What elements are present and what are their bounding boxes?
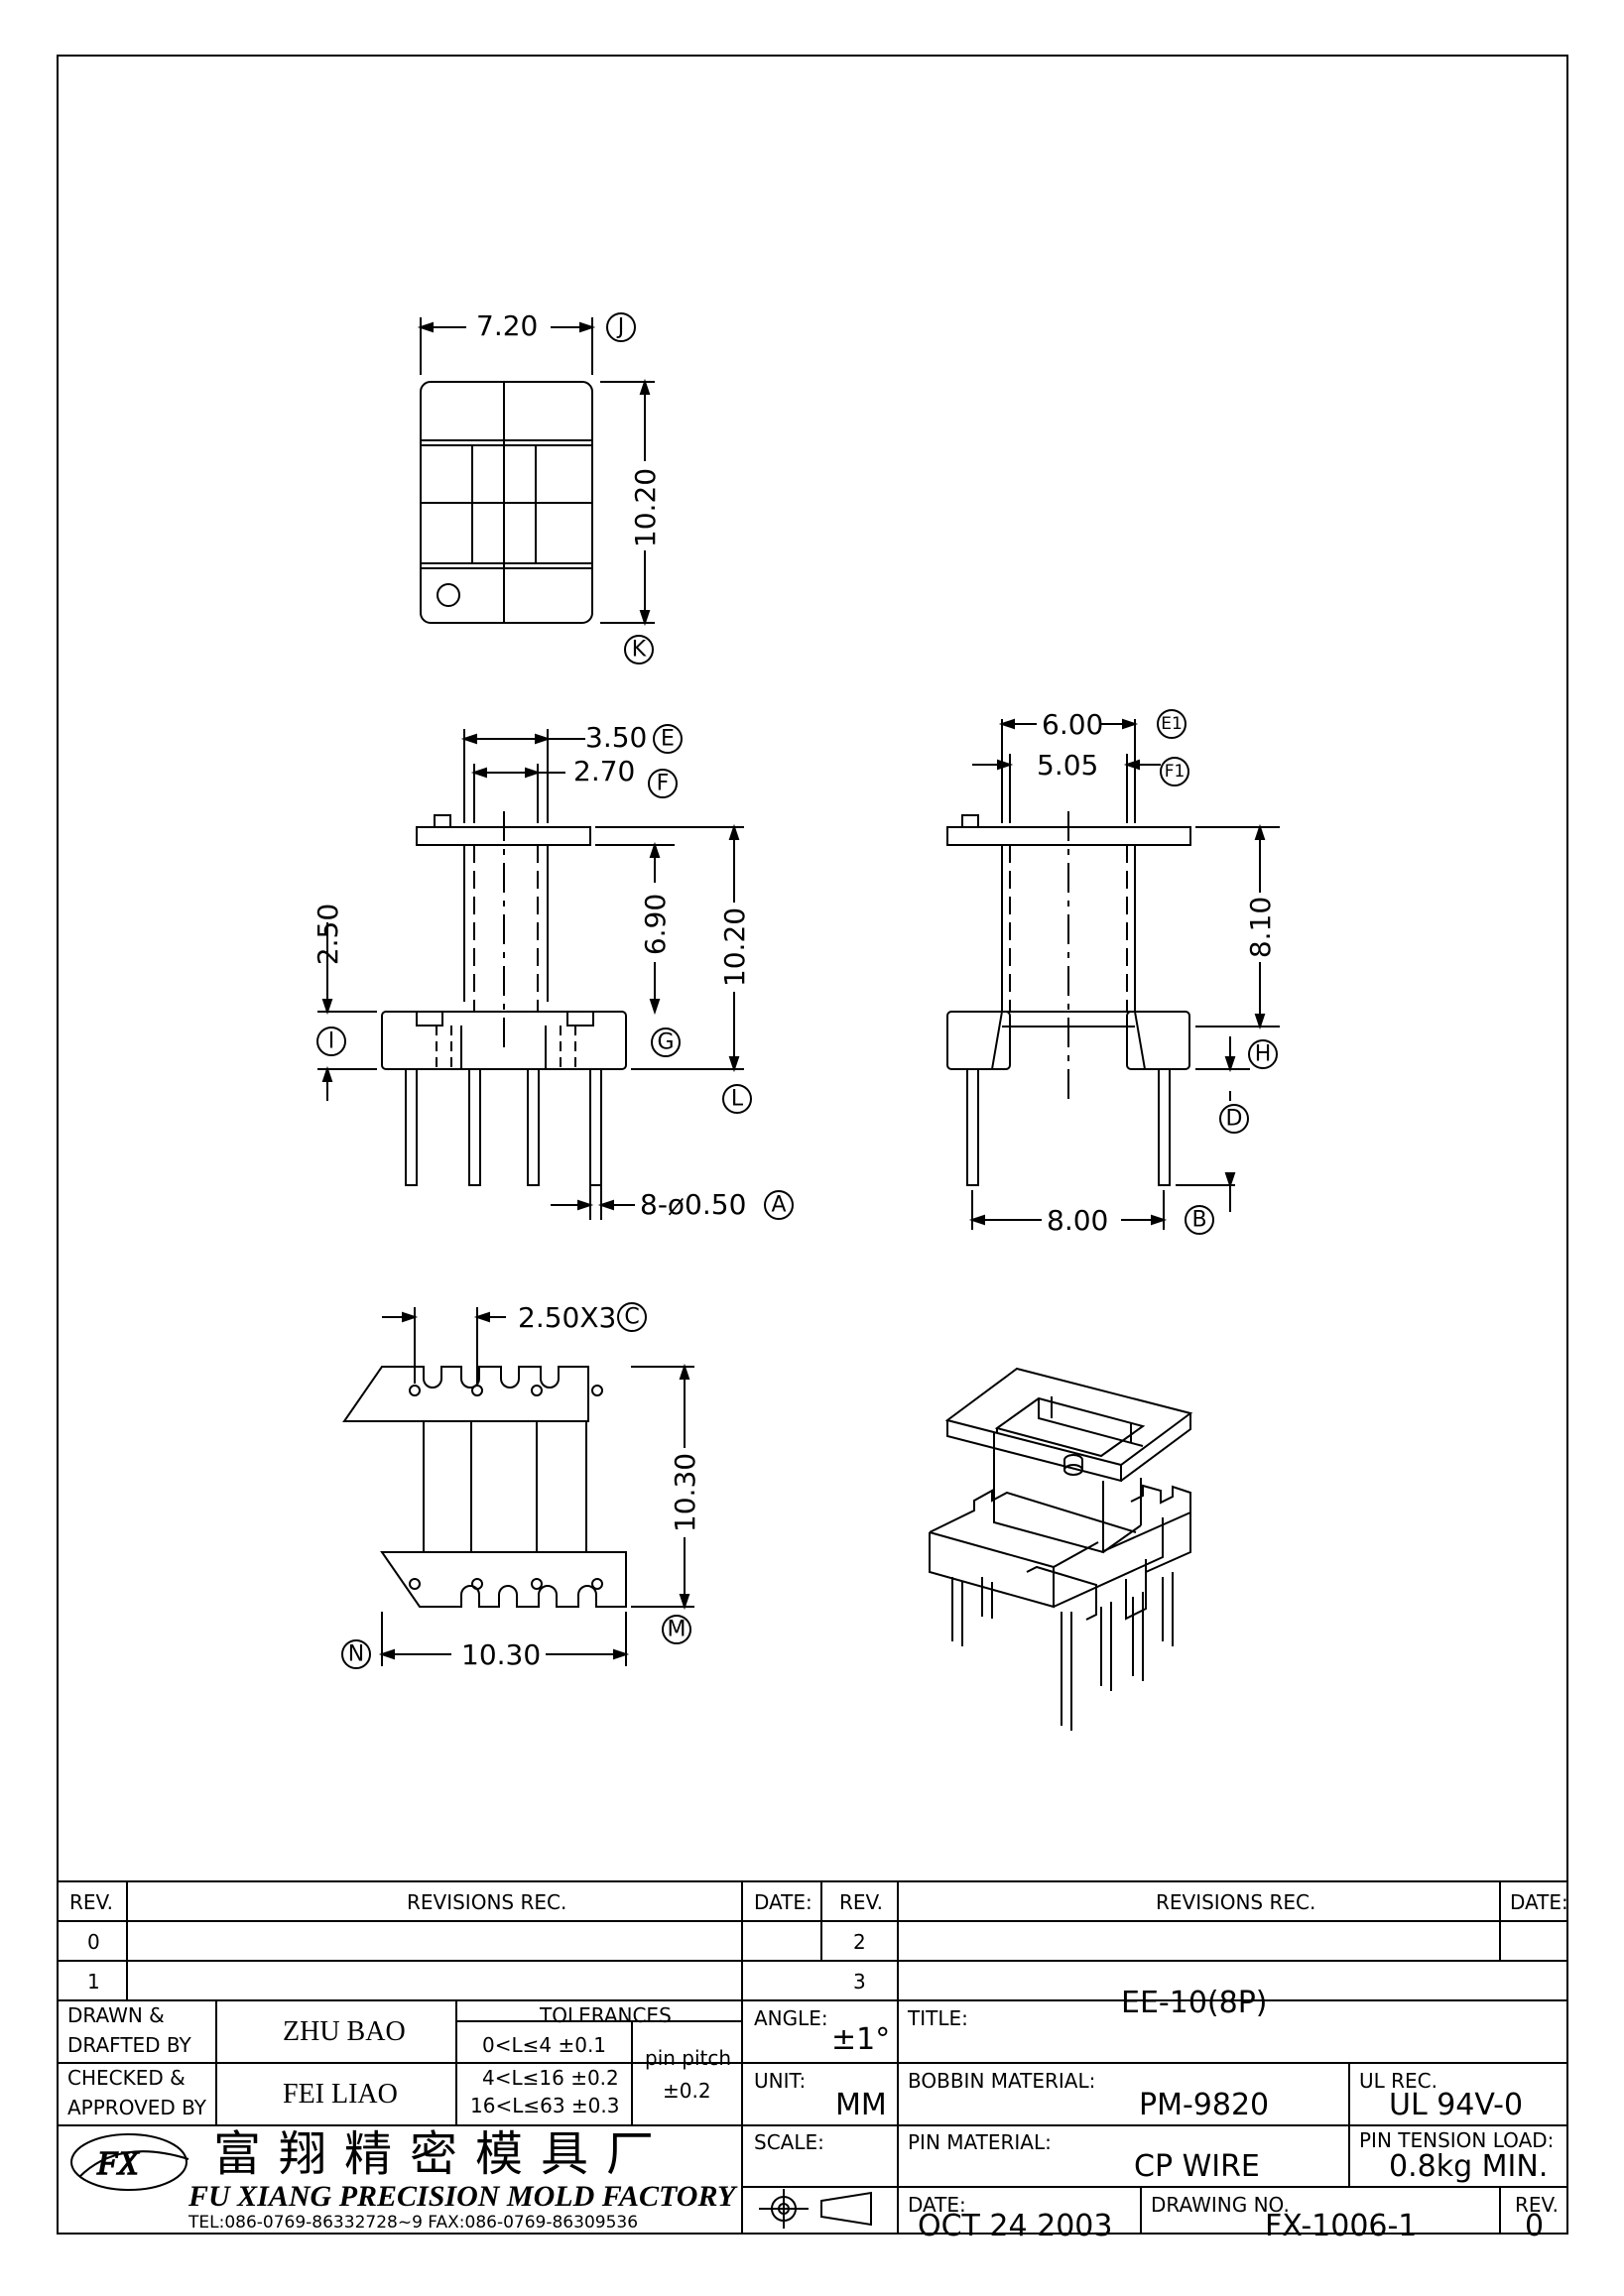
title-value: EE-10(8P)	[1121, 1986, 1268, 2020]
title-label: TITLE:	[908, 2006, 968, 2030]
tolerance-row-3: 16<L≤63 ±0.3	[470, 2094, 620, 2117]
front-pin-dim: 8-ø0.50	[640, 1188, 746, 1221]
ref-a: A	[771, 1193, 786, 1218]
top-height-dim: 10.20	[629, 468, 662, 547]
pin-pitch-label: pin pitch	[645, 2046, 732, 2070]
pin-tension-value: 0.8kg MIN.	[1389, 2149, 1549, 2184]
ref-b: B	[1191, 1208, 1206, 1233]
drawn-label-1: DRAWN &	[67, 2003, 165, 2027]
checked-label-2: APPROVED BY	[67, 2096, 207, 2119]
company-name-cn: 富翔精密模具厂	[213, 2126, 673, 2182]
sheet-border	[57, 55, 1568, 2235]
ref-k: K	[632, 638, 647, 663]
ul-rec-value: UL 94V-0	[1389, 2088, 1524, 2122]
pin-material-value: CP WIRE	[1134, 2149, 1260, 2184]
drawing-no-value: FX-1006-1	[1265, 2209, 1418, 2243]
bottom-width-dim: 10.30	[461, 1638, 541, 1671]
side-pin-span-dim: 8.00	[1047, 1204, 1108, 1237]
pin-material-label: PIN MATERIAL:	[908, 2130, 1052, 2154]
revisions-header-left: REVISIONS REC.	[407, 1890, 567, 1914]
pin-tension-label: PIN TENSION LOAD:	[1359, 2128, 1555, 2152]
front-total-height-dim: 10.20	[718, 907, 751, 987]
side-height-dim: 8.10	[1244, 897, 1277, 958]
bottom-pitch-dim: 2.50X3	[518, 1301, 616, 1334]
rev-header-right: REV.	[839, 1890, 883, 1914]
company-contact: TEL:086-0769-86332728~9 FAX:086-0769-863…	[188, 2213, 639, 2233]
ref-f1: F1	[1165, 762, 1186, 782]
tolerance-row-2: 4<L≤16 ±0.2	[482, 2066, 619, 2090]
rev-row-0: 0	[87, 1930, 100, 1954]
checked-name: FEI LIAO	[283, 2079, 398, 2110]
angle-value: ±1°	[831, 2022, 891, 2057]
ref-d: D	[1226, 1107, 1243, 1132]
title-block-grid	[58, 1880, 1567, 2234]
ref-n: N	[348, 1642, 364, 1667]
company-logo: FX	[70, 2133, 189, 2191]
drawing-no-label: DRAWING NO.	[1151, 2193, 1290, 2217]
bobbin-material-value: PM-9820	[1139, 2088, 1270, 2122]
ref-f: F	[657, 772, 670, 796]
isometric-view	[929, 1367, 1193, 1731]
ref-m: M	[668, 1618, 687, 1642]
ref-i: I	[328, 1029, 335, 1054]
rev-value: 0	[1525, 2209, 1545, 2243]
front-view	[316, 724, 794, 1220]
ul-rec-label: UL REC.	[1359, 2069, 1437, 2093]
rev-row-1: 1	[87, 1970, 100, 1994]
ref-h: H	[1255, 1042, 1272, 1067]
angle-label: ANGLE:	[754, 2006, 828, 2030]
ref-e1: E1	[1161, 714, 1183, 734]
company-name-en: FU XIANG PRECISION MOLD FACTORY	[188, 2180, 736, 2213]
rev-header-left: REV.	[69, 1890, 113, 1914]
rev-row-3: 3	[853, 1970, 866, 1994]
top-view	[417, 312, 655, 665]
rev-label: REV.	[1515, 2193, 1559, 2217]
ref-g: G	[657, 1030, 674, 1055]
bottom-height-dim: 10.30	[669, 1453, 701, 1532]
logo-text: FX	[96, 2145, 140, 2182]
front-left-dim: 2.50	[312, 904, 344, 965]
scale-label: SCALE:	[754, 2130, 824, 2154]
bobbin-material-label: BOBBIN MATERIAL:	[908, 2069, 1096, 2093]
ref-l: L	[731, 1087, 744, 1112]
revisions-header-right: REVISIONS REC.	[1156, 1890, 1316, 1914]
side-inner-dim: 5.05	[1037, 749, 1098, 782]
front-outer-dim: 3.50	[585, 721, 647, 754]
side-outer-dim: 6.00	[1042, 708, 1103, 741]
front-inner-height-dim: 6.90	[639, 894, 672, 955]
top-width-dim: 7.20	[476, 309, 538, 342]
pin-pitch-value: ±0.2	[663, 2079, 711, 2103]
rev-row-2: 2	[853, 1930, 866, 1954]
side-view	[946, 709, 1280, 1235]
ref-j: J	[616, 315, 625, 340]
date-header-right: DATE:	[1510, 1890, 1568, 1914]
ref-e: E	[661, 727, 675, 752]
tolerance-row-1: 0<L≤4 ±0.1	[482, 2033, 607, 2057]
front-inner-dim: 2.70	[573, 755, 635, 787]
ref-c: C	[624, 1305, 639, 1330]
unit-label: UNIT:	[754, 2069, 807, 2093]
checked-label-1: CHECKED &	[67, 2066, 186, 2090]
bottom-view	[341, 1302, 694, 1669]
unit-value: MM	[835, 2088, 887, 2122]
drawn-label-2: DRAFTED BY	[67, 2033, 191, 2057]
date-value: OCT 24 2003	[918, 2209, 1113, 2243]
date-header-left: DATE:	[754, 1890, 812, 1914]
date-label: DATE:	[908, 2193, 966, 2217]
drawn-name: ZHU BAO	[283, 2016, 406, 2047]
tolerances-label: TOLERANCES	[540, 2003, 672, 2027]
